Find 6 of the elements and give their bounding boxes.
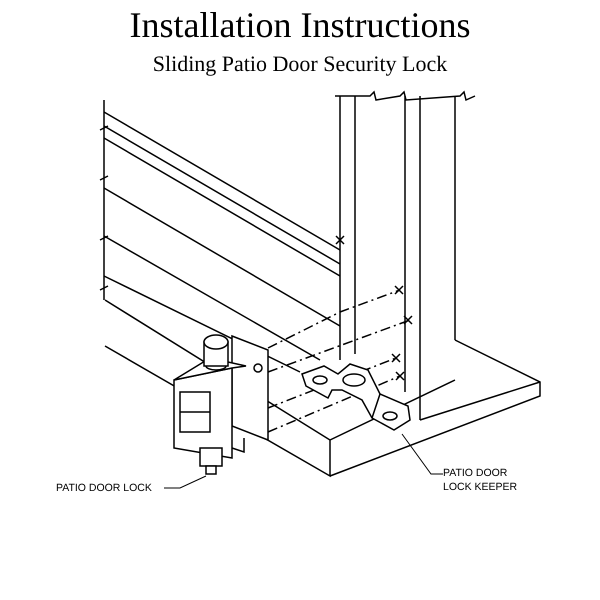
- part-label: PATIO DOOR LOCK: [56, 482, 152, 494]
- leader-line: [164, 476, 206, 488]
- subtitle: Sliding Patio Door Security Lock: [152, 50, 448, 78]
- part-label: PATIO DOOR LOCK KEEPER: [443, 467, 518, 493]
- title: Installation Instructions: [128, 4, 472, 46]
- leader-line: [402, 434, 444, 474]
